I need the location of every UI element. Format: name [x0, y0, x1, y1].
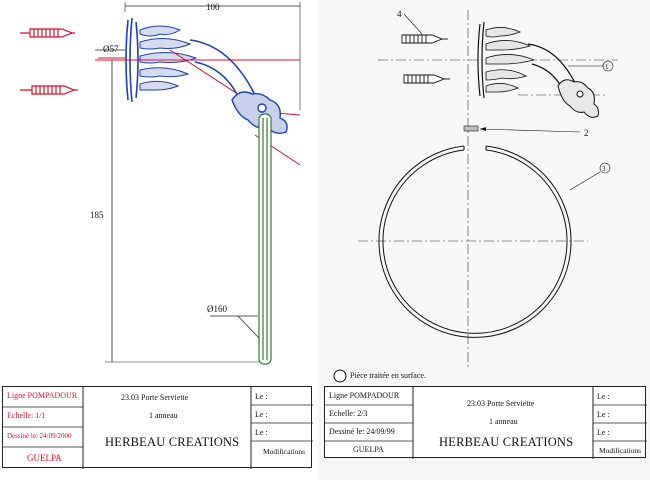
title-block-left: Ligne POMPADOUR Echelle: 1/1 Dessiné le:… — [2, 386, 313, 469]
le-field-2-right: Le : — [597, 410, 610, 419]
author-name-right: GUELPA — [353, 445, 384, 454]
dragon-head-right — [557, 79, 599, 118]
left-technical-drawing: 100 Ø57 185 Ø160 — [0, 0, 314, 386]
rosette-ornament-right — [485, 27, 536, 93]
author-name: GUELPA — [27, 453, 62, 463]
ring-side-view — [258, 113, 272, 365]
screw-bottom-right — [403, 74, 450, 84]
line-name-right: Ligne POMPADOUR — [329, 391, 400, 400]
scale-label-right: Echelle: 2/3 — [329, 409, 368, 418]
callout-3-label: 3 — [602, 165, 606, 173]
brand-name: HERBEAU CREATIONS — [105, 435, 240, 449]
product-subtitle: 1 anneau — [149, 411, 178, 420]
screw-top-right — [401, 34, 448, 44]
callout-4-label: 4 — [397, 9, 402, 19]
callout-1-label: 1 — [605, 63, 609, 71]
product-name: 23.03 Porte Serviette — [121, 393, 189, 402]
le-field-1-right: Le : — [597, 392, 610, 401]
product-subtitle-right: 1 anneau — [489, 417, 518, 426]
title-block-grid-right — [325, 387, 647, 459]
dim-width-label: 100 — [206, 2, 220, 12]
dim-diameter-ring-label: Ø160 — [207, 304, 227, 314]
callout-3-circle — [599, 162, 611, 174]
right-drawing-sheet: 4 1 2 3 Pièce traitée en surface. Ligne … — [318, 0, 650, 480]
product-name-right: 23.03 Porte Serviette — [467, 399, 535, 408]
part-2-block — [463, 125, 479, 132]
wall-rosette-right — [477, 21, 485, 99]
screw-bottom — [20, 85, 78, 95]
surface-treatment-note: Pièce traitée en surface. — [350, 371, 426, 380]
right-technical-drawing: 4 1 2 3 — [333, 9, 618, 383]
le-field-1: Le : — [255, 392, 268, 401]
title-block-right: Ligne POMPADOUR Echelle: 2/3 Dessiné le:… — [324, 386, 647, 459]
brand-name-right: HERBEAU CREATIONS — [439, 435, 574, 449]
drawn-date-right: Dessiné le: 24/09/99 — [329, 427, 395, 436]
drawn-date: Dessiné le: 24/09/2000 — [7, 432, 72, 440]
le-field-2: Le : — [255, 410, 268, 419]
dim-diameter-top-label: Ø57 — [103, 44, 119, 54]
title-block-grid-left — [3, 387, 313, 469]
line-name: Ligne POMPADOUR — [7, 391, 78, 400]
callout-2-label: 2 — [584, 128, 589, 138]
callout-2-leader — [479, 128, 581, 133]
dim-height-label: 185 — [90, 210, 104, 220]
callout-1-circle — [602, 60, 614, 72]
left-drawing-sheet: 100 Ø57 185 Ø160 Ligne POMPADOUR Echelle… — [0, 0, 314, 480]
surface-treatment-icon — [333, 369, 347, 383]
rosette-ornament — [139, 25, 198, 91]
modifications-label-right: Modifications — [599, 446, 642, 455]
le-field-3-right: Le : — [597, 428, 610, 437]
le-field-3: Le : — [255, 428, 268, 437]
dragon-head — [231, 91, 288, 135]
curved-arm — [189, 39, 256, 101]
scale-label: Echelle: 1/1 — [7, 411, 46, 420]
screw-top — [20, 28, 75, 38]
ring-front-view — [378, 145, 572, 338]
modifications-label: Modifications — [263, 447, 306, 456]
